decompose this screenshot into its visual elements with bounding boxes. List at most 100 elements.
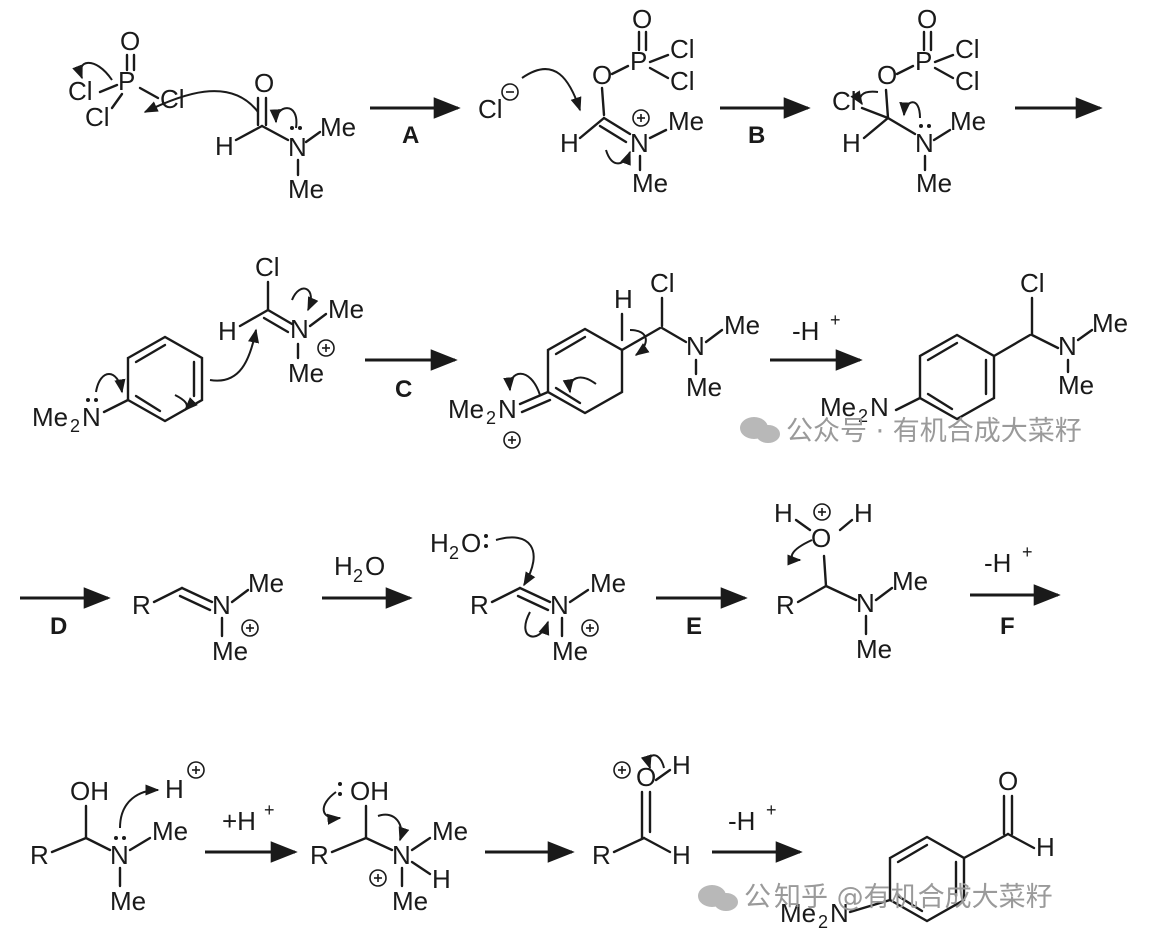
- atom-n: N: [856, 588, 875, 618]
- subscript-2: 2: [486, 408, 496, 428]
- atom-h: H: [614, 284, 633, 314]
- atom-me: Me: [288, 174, 324, 204]
- atom-h: H: [672, 750, 691, 780]
- subscript-2: 2: [353, 566, 363, 586]
- atom-r: R: [132, 590, 151, 620]
- atom-me: Me: [110, 886, 146, 916]
- atom-me: Me: [916, 168, 952, 198]
- step-label-f: F: [1000, 613, 1015, 640]
- atom-h: H: [430, 528, 449, 558]
- watermark-zhihu: 公 知乎 @有机合成大菜籽: [698, 882, 1053, 913]
- atom-me: Me: [432, 816, 468, 846]
- dmf-molecule: O H N Me Me: [215, 68, 356, 204]
- iminium-ion: R N Me Me: [132, 568, 284, 666]
- pocl3-molecule: O P Cl Cl Cl: [68, 26, 185, 132]
- atom-cl: Cl: [160, 84, 185, 114]
- atom-o: O: [632, 4, 652, 34]
- atom-me: Me: [590, 568, 626, 598]
- watermark-prefix: 公: [744, 882, 771, 913]
- atom-o: O: [917, 4, 937, 34]
- atom-me: Me: [892, 566, 928, 596]
- atom-cl: Cl: [670, 34, 695, 64]
- atom-n: N: [915, 128, 934, 158]
- sigma-complex-intermediate: Me 2 N H Cl N Me Me: [448, 268, 760, 449]
- atom-n: N: [212, 590, 231, 620]
- atom-n: N: [288, 132, 307, 162]
- atom-o: O: [254, 68, 274, 98]
- atom-cl: Cl: [955, 66, 980, 96]
- atom-cl: Cl: [1020, 268, 1045, 298]
- atom-me: Me: [1092, 308, 1128, 338]
- chloro-phosphate-adduct: O P Cl Cl O Cl H N Me Me: [832, 4, 986, 198]
- atom-cl: Cl: [650, 268, 675, 298]
- benzylic-chloride-product: Me 2 N Cl N Me Me: [820, 268, 1128, 426]
- atom-n: N: [550, 590, 569, 620]
- atom-r: R: [30, 840, 49, 870]
- vilsmeier-reagent: Cl H N Me Me: [218, 252, 364, 388]
- atom-o: O: [120, 26, 140, 56]
- atom-me: Me: [552, 636, 588, 666]
- watermark-text: 知乎 @有机合成大菜籽: [774, 882, 1053, 913]
- oxonium-aminal: H H O R N Me Me: [774, 498, 928, 664]
- atom-h: H: [432, 864, 451, 894]
- reagent-minus-h: -H: [792, 316, 819, 346]
- atom-o: O: [811, 523, 831, 553]
- protonated-hemiaminal: OH R N Me H Me: [310, 776, 468, 916]
- hemiaminal: OH R N H Me Me: [30, 761, 205, 916]
- atom-me: Me: [320, 112, 356, 142]
- atom-me: Me: [392, 886, 428, 916]
- atom-me: Me: [820, 392, 856, 422]
- atom-p: P: [118, 66, 135, 96]
- atom-h: H: [774, 498, 793, 528]
- atom-cl: Cl: [955, 34, 980, 64]
- subscript-2: 2: [858, 406, 868, 426]
- atom-cl: Cl: [832, 86, 857, 116]
- atom-o: O: [877, 60, 897, 90]
- superscript-plus: +: [264, 800, 275, 820]
- atom-p: P: [630, 46, 647, 76]
- atom-r: R: [776, 590, 795, 620]
- atom-oh: OH: [350, 776, 389, 806]
- atom-h: H: [842, 128, 861, 158]
- atom-me: Me: [780, 898, 816, 928]
- superscript-plus: +: [766, 800, 777, 820]
- atom-cl: Cl: [478, 94, 503, 124]
- atom-n: N: [110, 840, 129, 870]
- atom-me: Me: [1058, 370, 1094, 400]
- atom-me: Me: [248, 568, 284, 598]
- protonated-aldehyde: O H R H: [592, 750, 691, 870]
- atom-p: P: [915, 46, 932, 76]
- step-label-a: A: [402, 122, 419, 149]
- atom-n: N: [870, 392, 889, 422]
- atom-me: Me: [212, 636, 248, 666]
- atom-n: N: [498, 394, 517, 424]
- subscript-2: 2: [818, 912, 828, 932]
- atom-me: Me: [686, 372, 722, 402]
- atom-me: Me: [632, 168, 668, 198]
- atom-h: H: [1036, 832, 1055, 862]
- atom-n: N: [630, 128, 649, 158]
- atom-o: O: [998, 766, 1018, 796]
- atom-cl: Cl: [85, 102, 110, 132]
- atom-h: H: [854, 498, 873, 528]
- atom-o: O: [365, 551, 385, 581]
- atom-me: Me: [152, 816, 188, 846]
- watermark-wechat: 公众号 · 有机合成大菜籽: [740, 416, 1082, 447]
- atom-h: H: [672, 840, 691, 870]
- imidoyl-phosphate-intermediate: Cl O P Cl Cl O H N Me Me: [478, 4, 704, 198]
- atom-o: O: [592, 60, 612, 90]
- atom-r: R: [592, 840, 611, 870]
- atom-n: N: [82, 402, 101, 432]
- atom-n: N: [392, 840, 411, 870]
- atom-me: Me: [724, 310, 760, 340]
- atom-me: Me: [448, 394, 484, 424]
- step-label-d: D: [50, 613, 67, 640]
- atom-r: R: [310, 840, 329, 870]
- atom-me: Me: [856, 634, 892, 664]
- atom-me: Me: [32, 402, 68, 432]
- atom-n: N: [830, 898, 849, 928]
- atom-cl: Cl: [68, 76, 93, 106]
- reagent-water: H: [334, 551, 353, 581]
- atom-cl: Cl: [670, 66, 695, 96]
- atom-r: R: [470, 590, 489, 620]
